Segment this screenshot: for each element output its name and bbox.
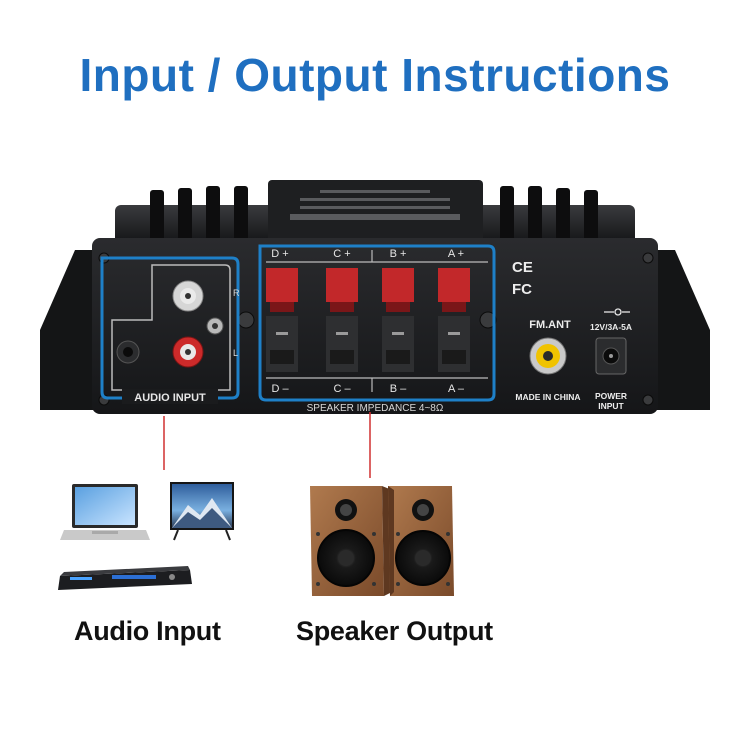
speaker-impedance-label: SPEAKER IMPEDANCE 4~8Ω xyxy=(307,403,444,414)
amplifier: R L AUDIO INPUT D + C + B + A + D – C – … xyxy=(40,180,710,414)
speaker-output-caption: Speaker Output xyxy=(296,616,493,646)
speakers-icon xyxy=(310,486,454,596)
right-panel: CE FC FM.ANT MADE IN CHINA 12V/3A-5A POW… xyxy=(512,259,632,411)
speaker-output-highlight xyxy=(258,244,496,402)
audio-input-panel-label: AUDIO INPUT xyxy=(134,392,206,404)
audio-input-caption: Audio Input xyxy=(74,616,221,646)
power-jack xyxy=(595,337,627,375)
terminal-c xyxy=(326,268,358,372)
fc-mark: FC xyxy=(512,281,532,298)
ce-mark: CE xyxy=(512,259,533,276)
aux-screw xyxy=(206,317,224,335)
aux-jack xyxy=(116,340,140,364)
terminal-label-a-plus: A + xyxy=(448,248,464,260)
audio-input-highlight xyxy=(100,256,240,400)
terminal-label-a-minus: A – xyxy=(448,383,465,395)
terminal-label-c-plus: C + xyxy=(333,248,350,260)
terminal-b xyxy=(382,268,414,372)
rca-jack-right xyxy=(172,280,204,312)
front-panel xyxy=(92,238,658,414)
speaker-left xyxy=(310,486,392,596)
speaker-right xyxy=(388,486,454,596)
terminal-label-d-minus: D – xyxy=(271,383,289,395)
terminal-d xyxy=(266,268,298,372)
terminal-label-b-minus: B – xyxy=(390,383,407,395)
power-input-label-2: INPUT xyxy=(598,401,624,411)
terminal-a xyxy=(438,268,470,372)
rca-right-label: R xyxy=(233,288,240,298)
audio-input-section: R L AUDIO INPUT xyxy=(100,256,240,404)
page-title: Input / Output Instructions xyxy=(79,49,671,101)
terminal-label-d-plus: D + xyxy=(271,248,288,260)
power-rating-label: 12V/3A-5A xyxy=(590,322,632,332)
terminal-label-b-plus: B + xyxy=(390,248,407,260)
heat-sink-fins xyxy=(115,180,635,245)
speaker-terminals: D + C + B + A + D – C – B – A – xyxy=(258,244,496,414)
power-input-label-1: POWER xyxy=(595,391,627,401)
terminal-label-c-minus: C – xyxy=(333,383,351,395)
dvd-player-icon xyxy=(58,566,192,590)
rca-left-label: L xyxy=(233,348,238,358)
tv-icon xyxy=(170,482,234,541)
laptop-icon xyxy=(60,484,150,540)
made-in-label: MADE IN CHINA xyxy=(515,392,580,402)
fm-ant-label: FM.ANT xyxy=(529,319,571,331)
rca-jack-left xyxy=(172,336,204,368)
power-symbol-icon xyxy=(604,308,630,316)
fm-antenna-jack xyxy=(529,337,567,375)
